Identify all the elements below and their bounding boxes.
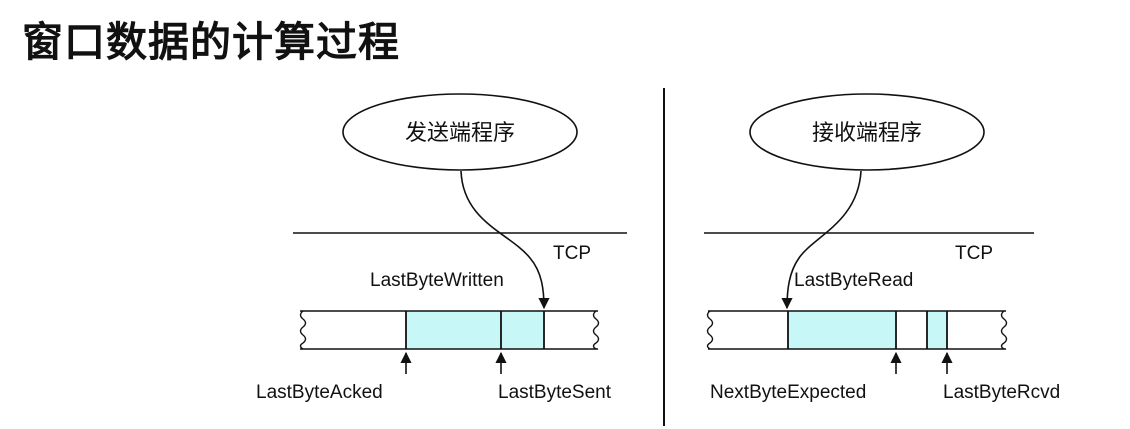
receiver-tcp-label: TCP <box>955 243 993 264</box>
sender-program-ellipse <box>342 93 578 171</box>
receiver-last-byte-read-label: LastByteRead <box>794 270 913 291</box>
sender-write-arrow <box>460 170 550 310</box>
receiver-last-byte-rcvd-label: LastByteRcvd <box>943 382 1060 403</box>
sender-buffer-right-squiggle <box>592 310 600 350</box>
receiver-buffer-out-of-order <box>927 311 947 349</box>
sender-buffer-window <box>406 311 544 349</box>
receiver-panel: 接收端程序 TCP LastByteRead NextByteExpected … <box>704 93 1060 403</box>
sender-program-label: 发送端程序 <box>405 121 515 146</box>
page-title: 窗口数据的计算过程 <box>22 18 400 66</box>
receiver-buffer-right-squiggle <box>1000 310 1008 350</box>
receiver-buffer-received <box>788 311 896 349</box>
sender-last-byte-written-label: LastByteWritten <box>370 270 504 291</box>
sender-buffer-left-squiggle <box>299 310 307 350</box>
sender-panel: 发送端程序 TCP LastByteWritten LastByteAcked … <box>256 93 627 403</box>
receiver-read-arrow <box>781 170 862 310</box>
sender-last-byte-sent-label: LastByteSent <box>498 382 612 403</box>
receiver-program-ellipse <box>749 93 985 171</box>
receiver-next-byte-expected-label: NextByteExpected <box>710 382 866 403</box>
receiver-buffer-left-squiggle <box>706 310 714 350</box>
sender-last-byte-acked-label: LastByteAcked <box>256 382 383 403</box>
sender-tcp-label: TCP <box>553 243 591 264</box>
receiver-program-label: 接收端程序 <box>812 121 922 146</box>
